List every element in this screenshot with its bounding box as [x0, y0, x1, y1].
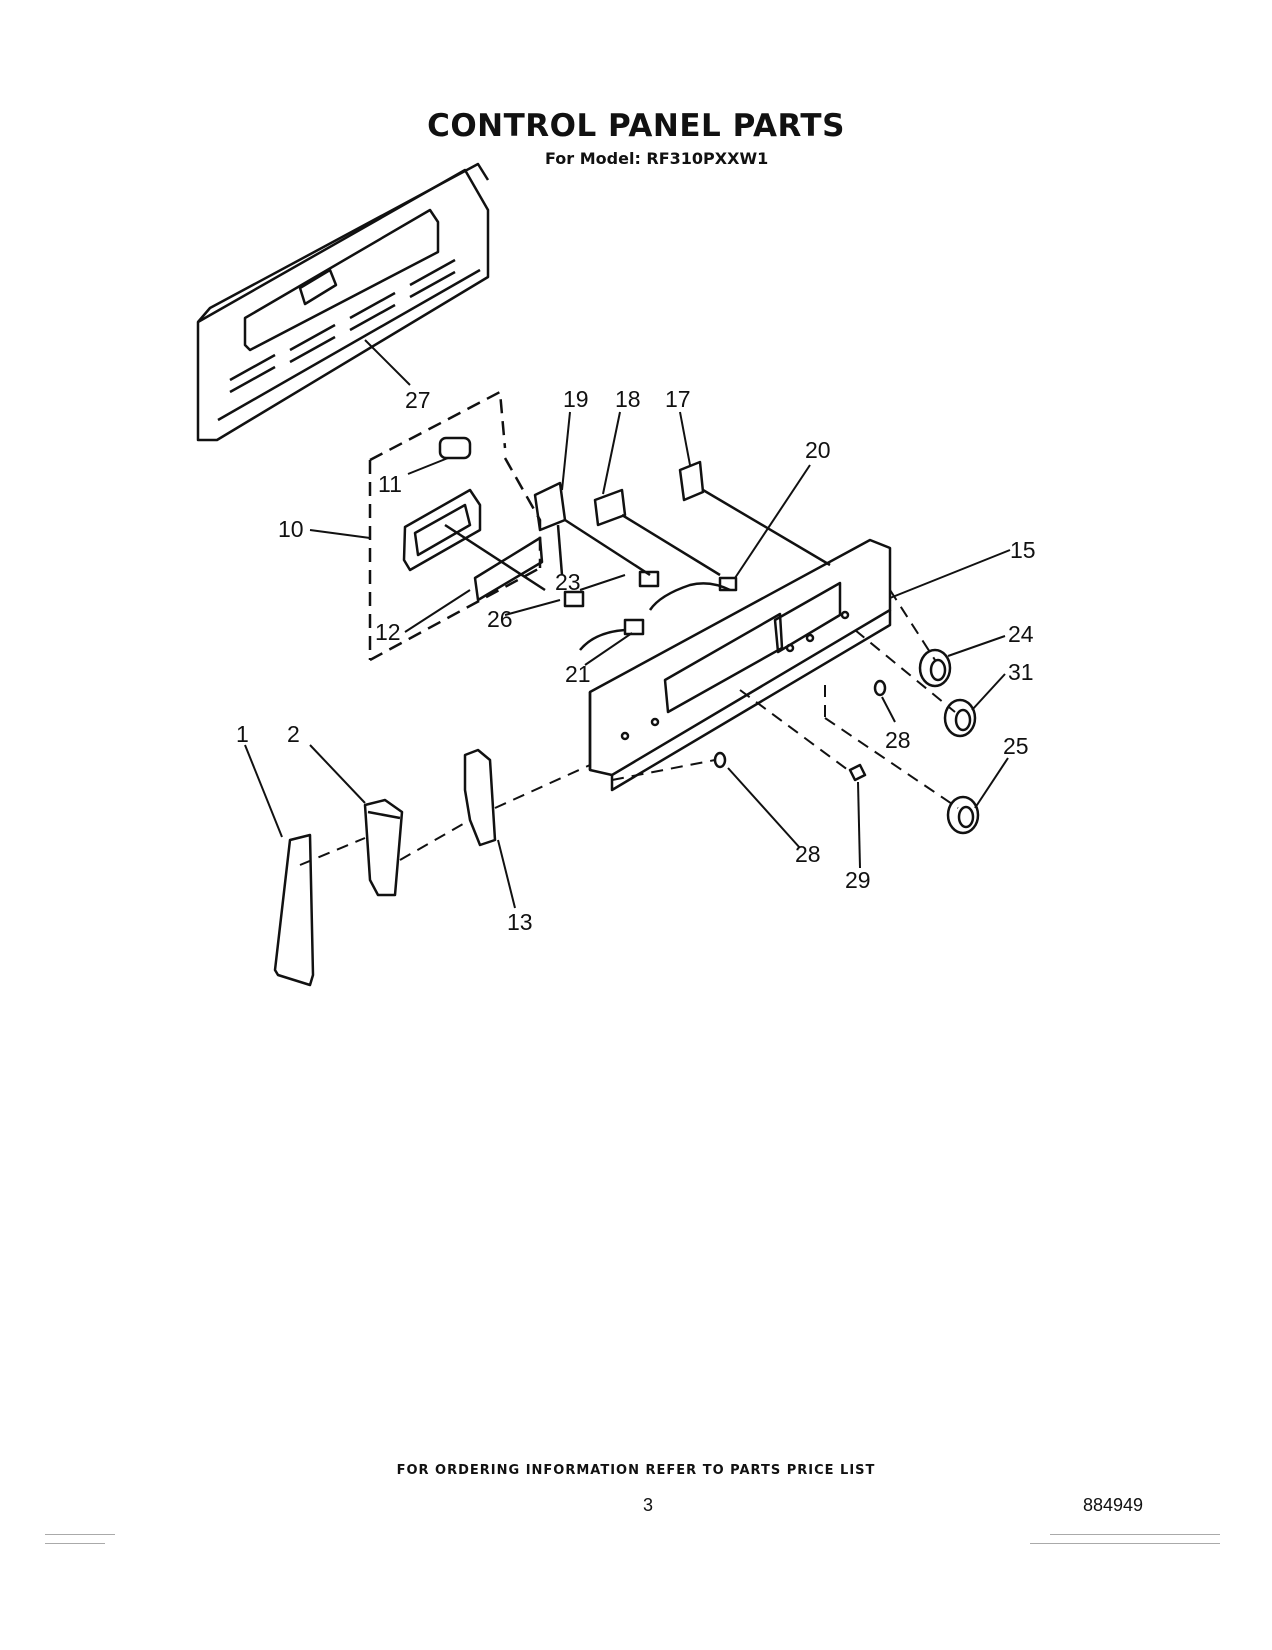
- callout-25: 25: [1003, 733, 1029, 759]
- page-title: CONTROL PANEL PARTS: [427, 108, 845, 144]
- wiring-harness: [563, 570, 738, 651]
- assembly-lines: [299, 589, 959, 866]
- callout-15: 15: [1010, 537, 1036, 563]
- callout-31: 31: [1008, 659, 1034, 685]
- fine-print-right: [1030, 1530, 1220, 1544]
- knob-part-31: [943, 698, 977, 738]
- knob-part-25: [946, 795, 980, 835]
- end-cap-part-1: [273, 833, 315, 987]
- clock-assembly-part-10: [368, 390, 546, 662]
- ordering-note: FOR ORDERING INFORMATION REFER TO PARTS …: [396, 1463, 876, 1478]
- callout-23: 23: [555, 569, 581, 595]
- callout-11: 11: [378, 471, 402, 497]
- bracket-part-13: [463, 748, 497, 847]
- switch-part-18: [593, 488, 721, 577]
- callout-24: 24: [1008, 621, 1034, 647]
- model-subtitle: For Model: RF310PXXW1: [545, 149, 769, 168]
- clip-part-29: [848, 763, 867, 782]
- callout-1: 1: [236, 721, 249, 747]
- leader-lines: [244, 339, 1011, 909]
- callout-21: 21: [565, 661, 591, 687]
- switch-part-19: [533, 481, 651, 577]
- callout-19: 19: [563, 386, 589, 412]
- callout-28-upper: 28: [885, 727, 911, 753]
- fine-print-left: [45, 1530, 125, 1544]
- callout-29: 29: [845, 867, 871, 893]
- callout-20: 20: [805, 437, 831, 463]
- callout-10: 10: [278, 516, 304, 542]
- spacer-part-28-a: [873, 679, 887, 697]
- bracket-part-2: [363, 798, 404, 897]
- control-panel-part-15: [588, 538, 892, 792]
- spacer-part-28-b: [713, 751, 727, 769]
- callout-12: 12: [375, 619, 401, 645]
- page-number: 3: [643, 1495, 654, 1515]
- callout-28-lower: 28: [795, 841, 821, 867]
- document-number: 884949: [1083, 1495, 1144, 1515]
- callout-13: 13: [507, 909, 533, 935]
- knob-part-24: [918, 648, 952, 688]
- callout-27: 27: [405, 387, 431, 413]
- callout-18: 18: [615, 386, 641, 412]
- callout-2: 2: [287, 721, 300, 747]
- callout-26: 26: [487, 606, 513, 632]
- rear-panel-part-27: [196, 162, 490, 442]
- callout-17: 17: [665, 386, 691, 412]
- switch-part-17: [678, 460, 831, 567]
